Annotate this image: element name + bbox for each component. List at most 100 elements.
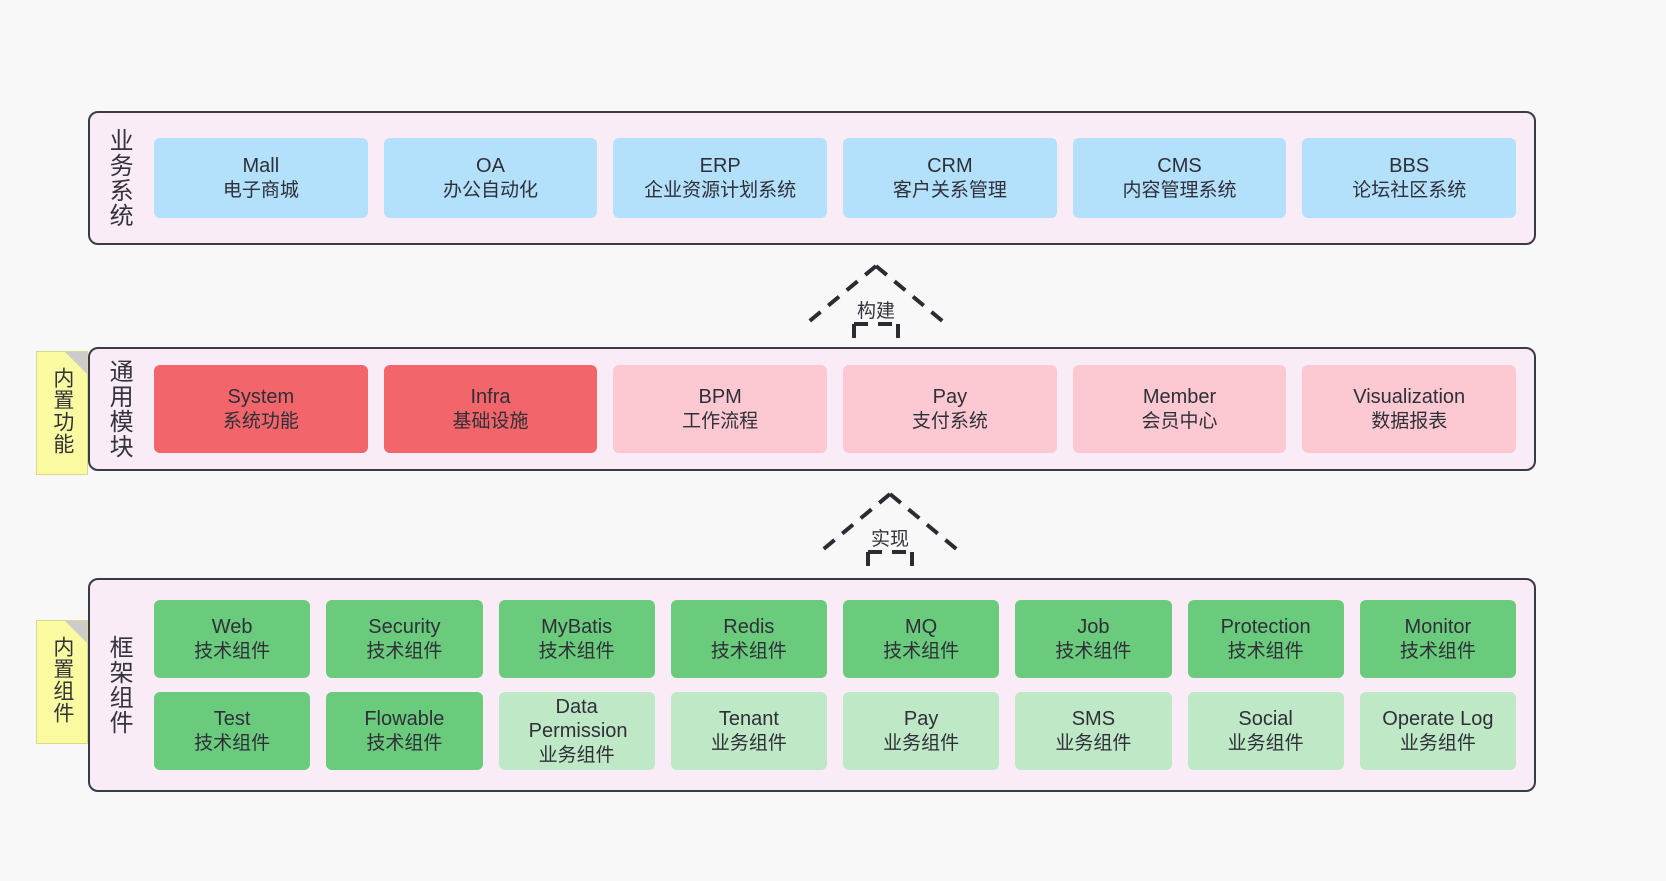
node-sms-cn: 业务组件 (1055, 732, 1132, 754)
node-erp-cn: 企业资源计划系统 (644, 179, 797, 201)
node-infra-cn: 基础设施 (452, 410, 529, 432)
node-mq-cn: 技术组件 (883, 640, 960, 662)
node-monitor-cn: 技术组件 (1399, 640, 1476, 662)
layer-common-module[interactable]: 通用模块 System 系统功能 Infra 基础设施 BPM 工作流程 Pay… (88, 347, 1536, 471)
layer-title-common-module: 通用模块 (105, 359, 133, 459)
node-job-en: Job (1077, 616, 1110, 639)
node-pay-module[interactable]: Pay 支付系统 (843, 365, 1057, 453)
node-operate-log[interactable]: Operate Log 业务组件 (1359, 692, 1516, 770)
node-protection-en: Protection (1220, 616, 1311, 639)
connector-implement: 实现 (816, 490, 964, 576)
node-bbs-en: BBS (1389, 155, 1430, 178)
node-bbs[interactable]: BBS 论坛社区系统 (1302, 138, 1517, 218)
node-data-permission-en: Data Permission (528, 696, 628, 743)
node-visualization[interactable]: Visualization 数据报表 (1302, 365, 1517, 453)
node-tenant-en: Tenant (718, 708, 779, 731)
node-mq-en: MQ (905, 616, 938, 639)
node-system-cn: 系统功能 (222, 410, 299, 432)
node-visualization-en: Visualization (1353, 386, 1466, 409)
node-test-cn: 技术组件 (194, 732, 271, 754)
layer-title-framework-component: 框架组件 (105, 635, 133, 735)
node-monitor[interactable]: Monitor 技术组件 (1359, 600, 1516, 678)
node-erp-en: ERP (699, 155, 741, 178)
node-protection-cn: 技术组件 (1227, 640, 1304, 662)
note-builtin-component[interactable]: 内置组件 (36, 620, 88, 744)
note-builtin-component-label: 内置组件 (50, 636, 74, 724)
node-visualization-cn: 数据报表 (1371, 410, 1448, 432)
node-erp[interactable]: ERP 企业资源计划系统 (613, 138, 828, 218)
node-bpm-en: BPM (698, 386, 742, 409)
node-mq[interactable]: MQ 技术组件 (843, 600, 1000, 678)
layer-body-common-module: System 系统功能 Infra 基础设施 BPM 工作流程 Pay 支付系统… (146, 349, 1534, 469)
layer-body-business-system: Mall 电子商城 OA 办公自动化 ERP 企业资源计划系统 CRM 客户关系… (146, 113, 1534, 243)
node-bpm[interactable]: BPM 工作流程 (613, 365, 828, 453)
node-protection[interactable]: Protection 技术组件 (1187, 600, 1344, 678)
note-builtin-function[interactable]: 内置功能 (36, 351, 88, 475)
node-mybatis[interactable]: MyBatis 技术组件 (498, 600, 655, 678)
connector-implement-label: 实现 (870, 529, 910, 550)
node-mybatis-en: MyBatis (541, 616, 613, 639)
node-pay-component-en: Pay (903, 708, 939, 731)
node-security-cn: 技术组件 (366, 640, 443, 662)
note-fold-corner-icon (65, 352, 87, 374)
node-crm[interactable]: CRM 客户关系管理 (843, 138, 1057, 218)
node-data-permission-cn: 业务组件 (538, 744, 615, 766)
node-member-cn: 会员中心 (1141, 410, 1218, 432)
node-mall[interactable]: Mall 电子商城 (154, 138, 368, 218)
node-member-en: Member (1142, 386, 1217, 409)
node-member[interactable]: Member 会员中心 (1072, 365, 1287, 453)
node-web-en: Web (211, 616, 253, 639)
node-job[interactable]: Job 技术组件 (1015, 600, 1172, 678)
node-bbs-cn: 论坛社区系统 (1352, 179, 1467, 201)
node-redis-cn: 技术组件 (710, 640, 787, 662)
node-cms-en: CMS (1157, 155, 1202, 178)
node-bpm-cn: 工作流程 (682, 410, 759, 432)
node-flowable[interactable]: Flowable 技术组件 (326, 692, 483, 770)
node-flowable-en: Flowable (364, 708, 445, 731)
node-data-permission[interactable]: Data Permission 业务组件 (498, 692, 655, 770)
node-oa-cn: 办公自动化 (443, 179, 539, 201)
node-tenant[interactable]: Tenant 业务组件 (670, 692, 827, 770)
node-oa-en: OA (476, 155, 505, 178)
note-builtin-function-label: 内置功能 (50, 367, 74, 455)
layer-business-system[interactable]: 业务系统 Mall 电子商城 OA 办公自动化 ERP 企业资源计划系统 CRM… (88, 111, 1536, 245)
node-flowable-cn: 技术组件 (366, 732, 443, 754)
node-infra-en: Infra (470, 386, 511, 409)
node-crm-en: CRM (927, 155, 973, 178)
framework-row-technical: Web 技术组件 Security 技术组件 MyBatis 技术组件 Redi… (154, 600, 1516, 678)
connector-build: 构建 (802, 262, 950, 348)
node-test[interactable]: Test 技术组件 (154, 692, 311, 770)
node-web[interactable]: Web 技术组件 (154, 600, 311, 678)
node-tenant-cn: 业务组件 (710, 732, 787, 754)
node-pay-component-cn: 业务组件 (883, 732, 960, 754)
node-system[interactable]: System 系统功能 (154, 365, 368, 453)
node-cms[interactable]: CMS 内容管理系统 (1072, 138, 1287, 218)
node-mall-en: Mall (242, 155, 280, 178)
node-sms[interactable]: SMS 业务组件 (1015, 692, 1172, 770)
node-oa[interactable]: OA 办公自动化 (383, 138, 598, 218)
node-infra[interactable]: Infra 基础设施 (383, 365, 598, 453)
node-operate-log-en: Operate Log (1382, 708, 1494, 731)
framework-row-business: Test 技术组件 Flowable 技术组件 Data Permission … (154, 692, 1516, 770)
node-system-en: System (227, 386, 295, 409)
node-security[interactable]: Security 技术组件 (326, 600, 483, 678)
node-social[interactable]: Social 业务组件 (1187, 692, 1344, 770)
node-social-en: Social (1238, 708, 1293, 731)
layer-framework-component[interactable]: 框架组件 Web 技术组件 Security 技术组件 MyBatis 技术组件… (88, 578, 1536, 792)
node-redis[interactable]: Redis 技术组件 (670, 600, 827, 678)
node-pay-module-cn: 支付系统 (911, 410, 988, 432)
node-sms-en: SMS (1071, 708, 1116, 731)
node-security-en: Security (368, 616, 441, 639)
layer-body-framework-component: Web 技术组件 Security 技术组件 MyBatis 技术组件 Redi… (146, 580, 1534, 790)
node-mall-cn: 电子商城 (222, 179, 299, 201)
node-pay-component[interactable]: Pay 业务组件 (843, 692, 1000, 770)
node-monitor-en: Monitor (1404, 616, 1472, 639)
layer-title-business-system: 业务系统 (105, 128, 133, 228)
node-job-cn: 技术组件 (1055, 640, 1132, 662)
connector-build-label: 构建 (856, 301, 896, 322)
node-cms-cn: 内容管理系统 (1122, 179, 1237, 201)
node-mybatis-cn: 技术组件 (538, 640, 615, 662)
node-web-cn: 技术组件 (194, 640, 271, 662)
node-test-en: Test (213, 708, 251, 731)
